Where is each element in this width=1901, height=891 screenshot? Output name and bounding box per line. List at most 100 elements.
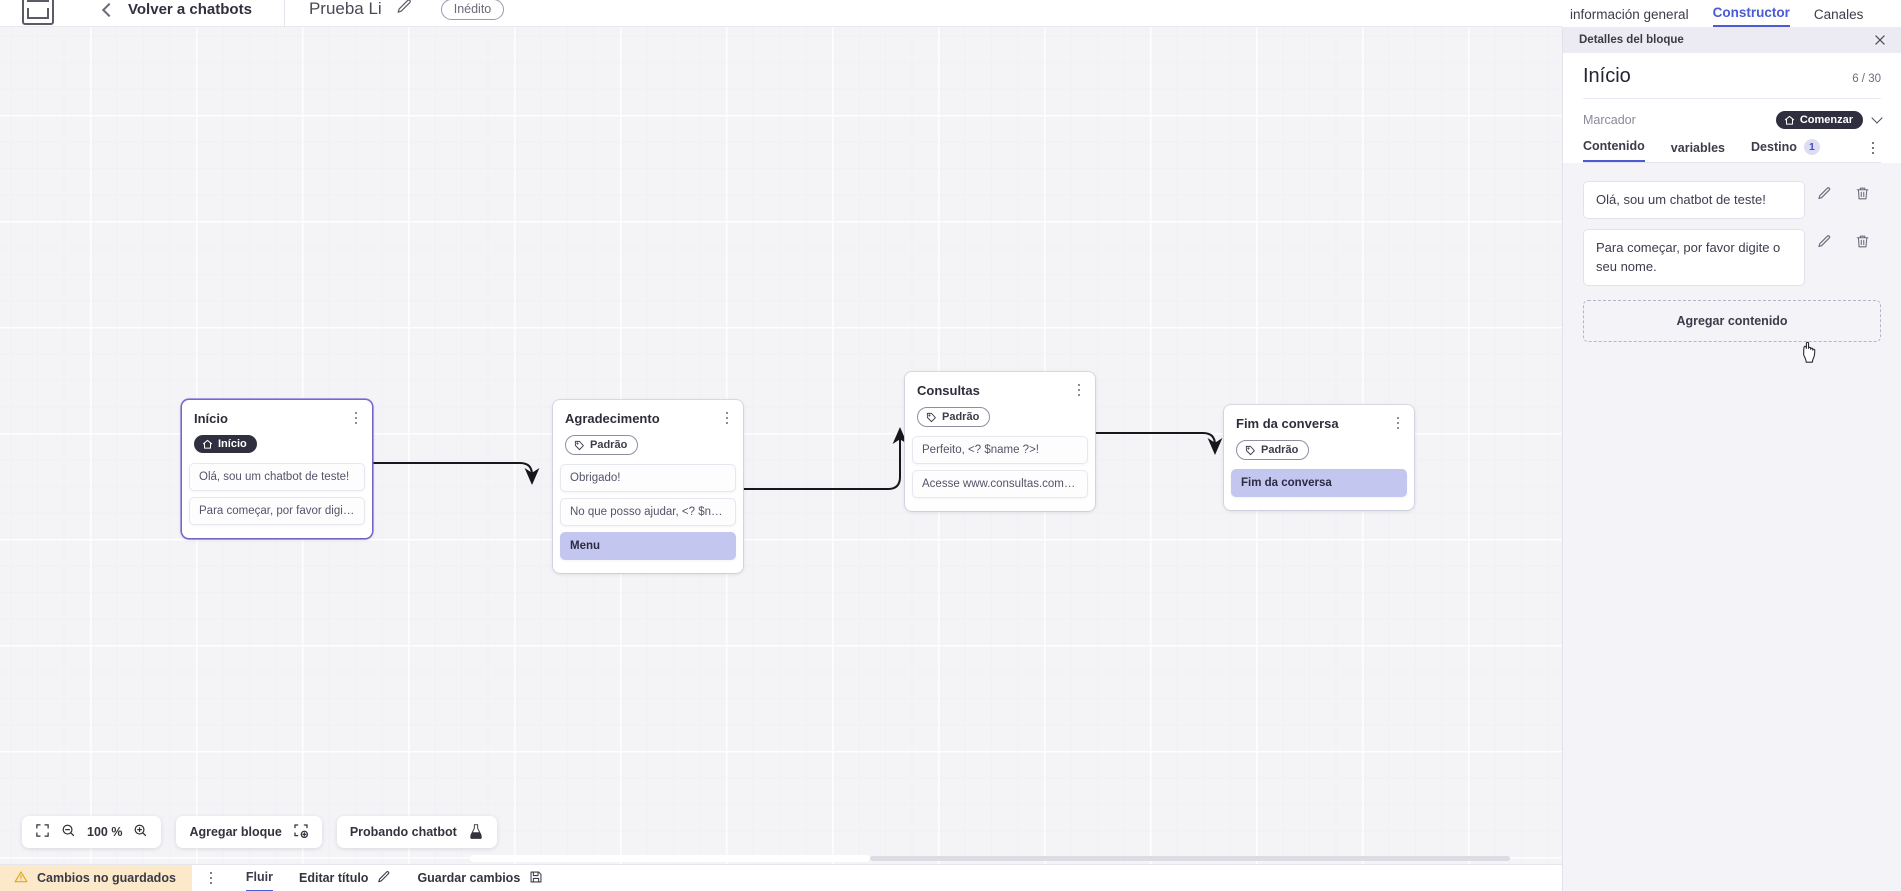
panel-block-titlerow: Início 6 / 30: [1583, 65, 1881, 99]
node-body: Perfeito, <? $name ?>! Acesse www.consul…: [905, 428, 1095, 498]
header-divider: [283, 0, 285, 27]
test-chatbot-button[interactable]: Probando chatbot: [336, 816, 497, 848]
flow-node-consultas[interactable]: Consultas Padrão Perfeito, <? $name ?>! …: [905, 372, 1095, 511]
flow-node-agradecimento[interactable]: Agradecimento Padrão Obrigado! No que po…: [553, 400, 743, 573]
node-message[interactable]: Acesse www.consultas.com par...: [912, 469, 1088, 498]
scrollbar-thumb[interactable]: [470, 855, 870, 862]
statusbar-menu-button[interactable]: [202, 865, 220, 891]
block-title: Início: [1583, 65, 1631, 87]
save-disk-icon: [529, 870, 543, 887]
node-menu-button[interactable]: [719, 409, 735, 427]
node-header: Agradecimento Padrão: [553, 400, 743, 456]
node-message-end[interactable]: Fim da conversa: [1231, 468, 1407, 497]
node-header: Fim da conversa Padrão: [1224, 405, 1414, 461]
node-message[interactable]: Olá, sou um chatbot de teste!: [189, 462, 365, 491]
content-text[interactable]: Olá, sou um chatbot de teste!: [1583, 181, 1805, 219]
tab-constructor[interactable]: Constructor: [1712, 5, 1790, 27]
add-content-button[interactable]: Agregar contenido: [1583, 299, 1881, 342]
home-icon: [1784, 115, 1794, 125]
tab-contenido[interactable]: Contenido: [1583, 139, 1645, 162]
vtr-logo-icon[interactable]: [22, 0, 54, 25]
node-menu-button[interactable]: [1071, 381, 1087, 399]
statusbar-tab-fluir[interactable]: Fluir: [245, 865, 273, 891]
content-item: Para começar, por favor digite o seu nom…: [1583, 228, 1881, 286]
canvas-horizontal-scrollbar[interactable]: [470, 855, 1510, 862]
tab-contenido-label: Contenido: [1583, 139, 1645, 153]
node-tag-inicio: Início: [194, 435, 257, 453]
node-title: Fim da conversa: [1236, 416, 1339, 431]
node-message[interactable]: Perfeito, <? $name ?>!: [912, 435, 1088, 464]
node-tag-padrao: Padrão: [565, 435, 639, 455]
edit-content-icon[interactable]: [1805, 234, 1843, 249]
node-tag-padrao: Padrão: [1236, 440, 1310, 460]
block-details-panel: Detalles del bloque Início 6 / 30 Marcad…: [1562, 27, 1901, 891]
node-message[interactable]: Obrigado!: [560, 463, 736, 492]
node-message[interactable]: No que posso ajudar, <? $name ...: [560, 497, 736, 526]
delete-content-icon[interactable]: [1843, 234, 1881, 249]
flow-node-inicio[interactable]: Início Início Olá, sou um chatbot de tes…: [182, 400, 372, 538]
tab-informacion-general[interactable]: información general: [1570, 7, 1689, 22]
edit-content-icon[interactable]: [1805, 186, 1843, 201]
node-body: Obrigado! No que posso ajudar, <? $name …: [553, 456, 743, 560]
fit-screen-icon[interactable]: [35, 823, 50, 841]
tag-icon: [574, 440, 584, 450]
content-item: Olá, sou um chatbot de teste!: [1583, 181, 1881, 219]
back-chevron-icon[interactable]: [101, 2, 117, 18]
pencil-icon: [377, 870, 391, 887]
zoom-in-icon[interactable]: [133, 823, 148, 841]
unsaved-changes-badge: Cambios no guardados: [0, 864, 192, 891]
content-actions: [1805, 229, 1881, 249]
flow-canvas[interactable]: Início Início Olá, sou um chatbot de tes…: [0, 27, 1562, 864]
node-message[interactable]: Para começar, por favor digite o ...: [189, 496, 365, 525]
add-block-button[interactable]: Agregar bloque: [176, 816, 322, 848]
flow-node-fim-da-conversa[interactable]: Fim da conversa Padrão Fim da conversa: [1224, 405, 1414, 510]
node-body: Fim da conversa: [1224, 461, 1414, 497]
tab-destino[interactable]: Destino 1: [1751, 139, 1820, 162]
fluir-label: Fluir: [245, 870, 273, 884]
test-chatbot-label: Probando chatbot: [349, 825, 457, 839]
node-header: Consultas Padrão: [905, 372, 1095, 428]
add-block-icon: [293, 823, 309, 842]
status-badge: Inédito: [440, 0, 505, 20]
bottom-statusbar: Cambios no guardados Fluir Editar título…: [0, 864, 1562, 891]
zoom-out-icon[interactable]: [61, 823, 76, 841]
node-title: Início: [194, 411, 228, 426]
node-tag-padrao: Padrão: [917, 407, 991, 427]
close-icon[interactable]: [1873, 33, 1887, 47]
save-changes-button[interactable]: Guardar cambios: [417, 865, 543, 891]
edit-title-pencil-icon[interactable]: [396, 0, 413, 20]
canvas-toolbar: 100 % Agregar bloque Probando chatbot: [22, 816, 497, 848]
node-message-menu[interactable]: Menu: [560, 531, 736, 560]
panel-tab-overflow-button[interactable]: [1865, 140, 1881, 156]
chevron-down-icon[interactable]: [1871, 112, 1883, 124]
node-tag-label: Padrão: [590, 439, 628, 451]
zoom-level: 100 %: [87, 825, 123, 839]
delete-content-icon[interactable]: [1843, 186, 1881, 201]
content-text[interactable]: Para começar, por favor digite o seu nom…: [1583, 228, 1805, 286]
flask-icon: [468, 823, 484, 842]
marker-badge[interactable]: Comenzar: [1775, 111, 1863, 129]
panel-tabs: Contenido variables Destino 1: [1583, 139, 1881, 163]
node-tag-label: Padrão: [942, 411, 980, 423]
tab-variables[interactable]: variables: [1671, 141, 1725, 162]
node-menu-button[interactable]: [348, 409, 364, 427]
node-tag-label: Início: [218, 438, 247, 450]
tag-icon: [926, 412, 936, 422]
tab-canales[interactable]: Canales: [1813, 7, 1864, 22]
edit-title-button[interactable]: Editar título: [299, 865, 391, 891]
panel-title: Detalles del bloque: [1579, 34, 1684, 46]
char-counter: 6 / 30: [1852, 73, 1881, 85]
node-title: Consultas: [917, 383, 980, 398]
warning-triangle-icon: [14, 870, 28, 887]
marker-row: Marcador Comenzar: [1583, 99, 1883, 139]
node-menu-button[interactable]: [1390, 414, 1406, 432]
back-to-chatbots-link[interactable]: Volver a chatbots: [128, 0, 252, 18]
marker-badge-label: Comenzar: [1799, 114, 1853, 126]
panel-header-section: Início 6 / 30 Marcador Comenzar Contenid…: [1563, 53, 1901, 163]
panel-titlebar: Detalles del bloque: [1563, 27, 1901, 53]
marker-controls: Comenzar: [1775, 111, 1883, 129]
marker-label: Marcador: [1583, 113, 1636, 127]
edit-title-label: Editar título: [299, 871, 369, 885]
top-header: Volver a chatbots Prueba Li Inédito: [0, 0, 1562, 27]
tab-variables-label: variables: [1670, 141, 1726, 155]
